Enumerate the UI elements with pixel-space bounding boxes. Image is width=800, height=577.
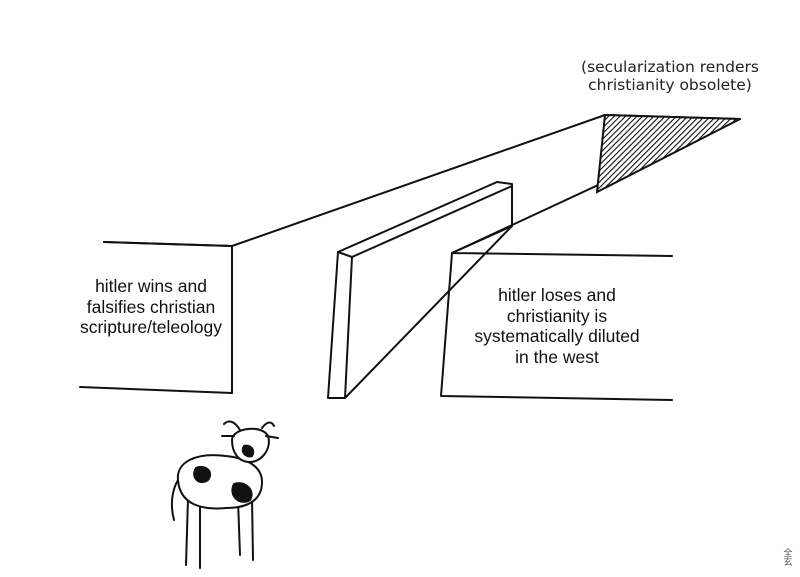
dark-passage [595,113,741,194]
right-wall-block [440,252,673,401]
caption-right-wall: hitler loses and christianity is systema… [474,285,640,367]
cow-icon [170,420,279,569]
caption-top-path: (secularization renders christianity obs… [581,58,759,95]
caption-left-wall: hitler wins and falsifies christian scri… [79,276,223,338]
artist-signature: 全玄 [783,549,793,568]
